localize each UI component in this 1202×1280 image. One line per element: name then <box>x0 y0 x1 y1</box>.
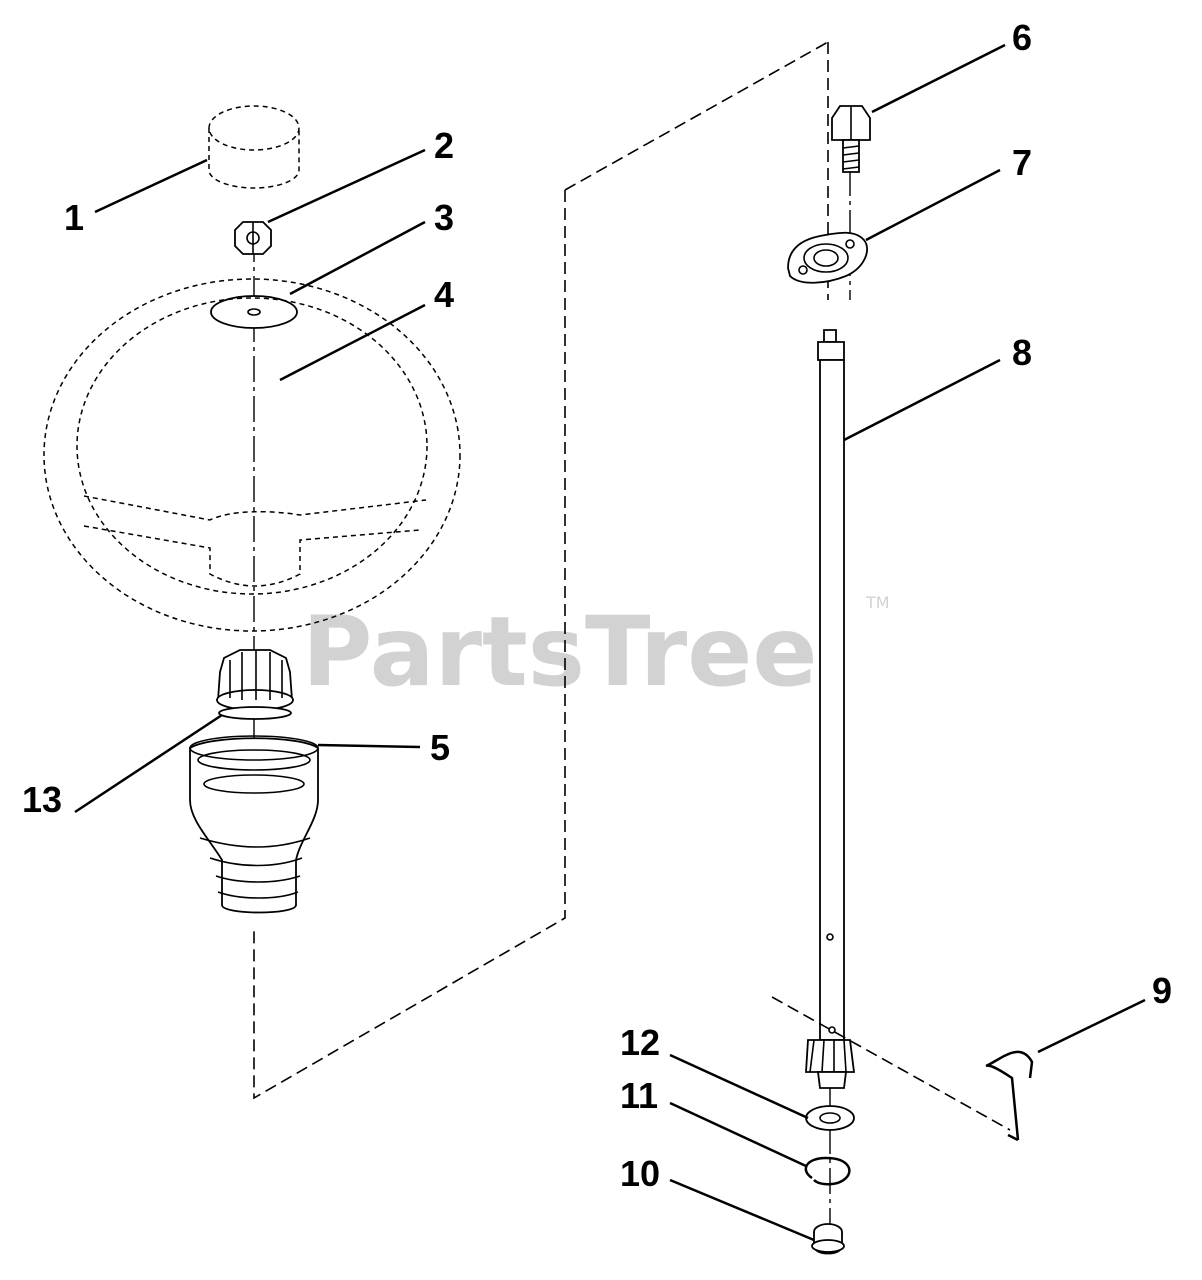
callout-4: 4 <box>434 274 454 315</box>
callout-10: 10 <box>620 1153 660 1194</box>
part-1-cap <box>208 105 300 189</box>
callout-5: 5 <box>430 727 450 768</box>
part-8-shaft <box>805 329 856 1089</box>
callout-2: 2 <box>434 125 454 166</box>
watermark-trademark: TM <box>865 593 890 612</box>
callout-3: 3 <box>434 197 454 238</box>
part-4-steering-wheel <box>43 278 461 632</box>
callout-13: 13 <box>22 779 62 820</box>
part-5-column-cover <box>189 735 319 914</box>
watermark-text: PartsTree <box>302 596 817 708</box>
part-7-flange <box>787 231 868 284</box>
callout-1: 1 <box>64 197 84 238</box>
part-9-guide-line <box>771 996 1011 1131</box>
assembly-boundary <box>253 41 829 1100</box>
part-11-snap-ring <box>804 1156 851 1186</box>
callout-8: 8 <box>1012 332 1032 373</box>
part-12-washer <box>805 1105 855 1131</box>
part-10-bushing <box>811 1223 845 1255</box>
part-2-nut <box>234 221 272 255</box>
part-6-bolt <box>831 105 871 173</box>
leader-lines <box>74 43 1146 1242</box>
callout-7: 7 <box>1012 142 1032 183</box>
part-9-hairpin <box>985 1050 1034 1142</box>
part-13-hub-adapter <box>216 649 294 720</box>
callout-6: 6 <box>1012 17 1032 58</box>
callout-9: 9 <box>1152 970 1172 1011</box>
callout-11: 11 <box>620 1075 658 1116</box>
callout-12: 12 <box>620 1022 660 1063</box>
callout-labels: 1 2 3 4 5 6 7 8 9 10 11 12 13 <box>22 17 1172 1194</box>
watermark: PartsTree TM <box>302 593 890 708</box>
part-3-washer <box>210 295 298 329</box>
